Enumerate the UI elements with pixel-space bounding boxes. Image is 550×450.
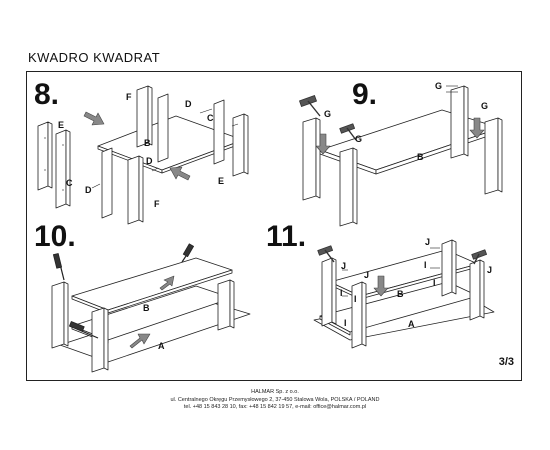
svg-text:G: G bbox=[435, 81, 442, 91]
footer-contact: tel. +48 15 843 28 10, fax: +48 15 842 1… bbox=[183, 404, 367, 410]
svg-text:D: D bbox=[146, 156, 153, 166]
svg-text:I: I bbox=[344, 318, 347, 328]
step-8-drawing: E F D C B C D D E F bbox=[37, 85, 249, 225]
svg-text:A: A bbox=[408, 319, 415, 329]
svg-text:A: A bbox=[158, 341, 165, 351]
svg-text:F: F bbox=[154, 199, 160, 209]
svg-text:J: J bbox=[487, 265, 492, 275]
svg-text:I: I bbox=[340, 288, 343, 298]
svg-text:J: J bbox=[341, 261, 346, 271]
step-10-number: 10. bbox=[34, 220, 76, 253]
document-title: KWADRO KWADRAT bbox=[28, 50, 161, 65]
svg-text:I: I bbox=[424, 260, 427, 270]
svg-text:J: J bbox=[364, 270, 369, 280]
svg-text:B: B bbox=[143, 303, 150, 313]
svg-text:C: C bbox=[207, 113, 214, 123]
page-number: 3/3 bbox=[498, 356, 514, 368]
instruction-frame bbox=[26, 71, 522, 381]
svg-text:I: I bbox=[354, 294, 357, 304]
svg-text:B: B bbox=[417, 152, 424, 162]
svg-text:B: B bbox=[397, 289, 404, 299]
step-11-number: 11. bbox=[266, 220, 307, 253]
footer-address: ul. Centralnego Okręgu Przemysłowego 2, … bbox=[170, 396, 380, 403]
step-9-number: 9. bbox=[352, 78, 378, 111]
svg-text:F: F bbox=[126, 92, 132, 102]
svg-text:D: D bbox=[85, 185, 92, 195]
step-10-drawing: B A bbox=[51, 243, 251, 373]
svg-text:B: B bbox=[144, 138, 151, 148]
svg-text:I: I bbox=[433, 278, 436, 288]
svg-text:E: E bbox=[58, 120, 64, 130]
svg-text:G: G bbox=[324, 109, 331, 119]
svg-text:J: J bbox=[425, 237, 430, 247]
step-8-number: 8. bbox=[34, 78, 60, 111]
svg-text:C: C bbox=[66, 178, 73, 188]
svg-text:E: E bbox=[218, 176, 224, 186]
svg-text:G: G bbox=[481, 101, 488, 111]
svg-text:D: D bbox=[185, 99, 192, 109]
svg-text:G: G bbox=[355, 134, 362, 144]
footer: HALMAR Sp. z o.o. ul. Centralnego Okręgu… bbox=[0, 389, 550, 412]
step-9-drawing: G G G G B bbox=[299, 81, 503, 227]
step-11-drawing: J J J J I I I I I B A bbox=[313, 237, 495, 349]
footer-company: HALMAR Sp. z o.o. bbox=[251, 389, 299, 395]
